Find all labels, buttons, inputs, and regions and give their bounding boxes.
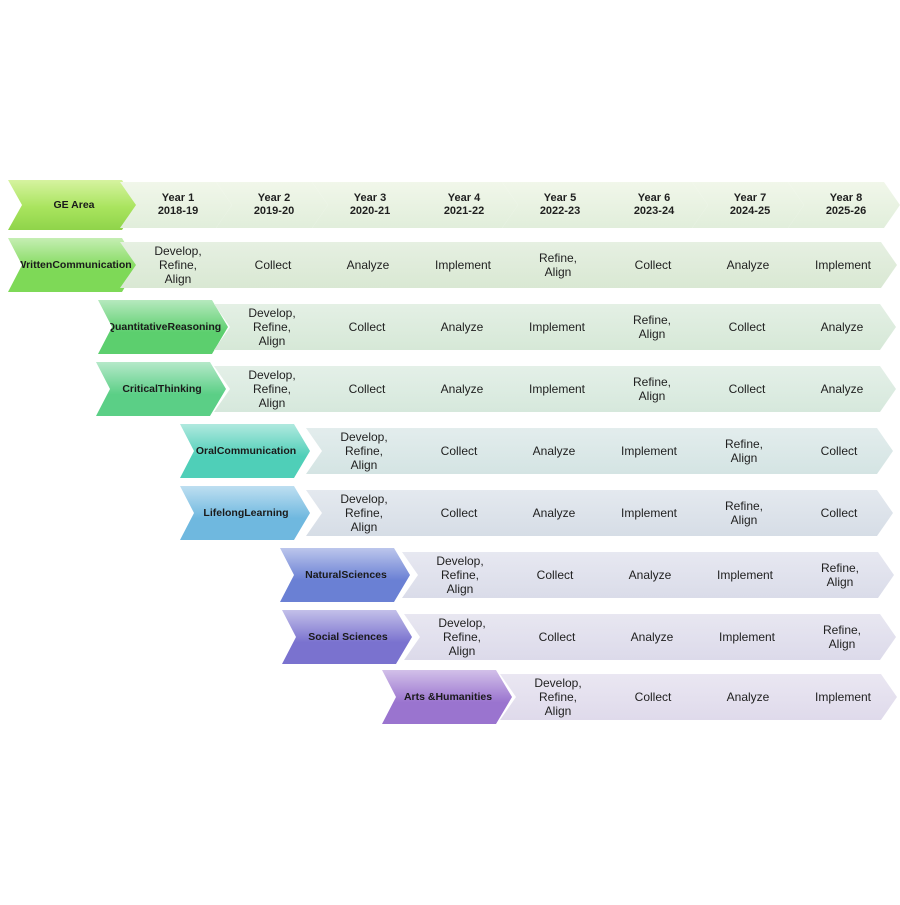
step-cell: Refine,Align: [594, 366, 706, 412]
step-cell: Analyze: [594, 614, 706, 660]
step-cell: Analyze: [310, 242, 422, 288]
step-cell: Analyze: [404, 304, 516, 350]
step-cell: Refine,Align: [686, 428, 798, 474]
step-cell: Develop,Refine,Align: [404, 614, 516, 660]
step-cell: Collect: [595, 242, 707, 288]
step-cell: Collect: [215, 242, 327, 288]
step-cell: Collect: [497, 552, 609, 598]
year-span: 2018-19: [157, 205, 199, 217]
step-cell: Analyze: [784, 366, 896, 412]
year-span: 2020-21: [349, 205, 391, 217]
step-cell: Implement: [405, 242, 517, 288]
year-span: 2022-23: [539, 205, 581, 217]
step-cell: Implement: [785, 674, 897, 720]
step-cell: Develop,Refine,Align: [214, 366, 326, 412]
area-label: Social Sciences: [282, 610, 412, 664]
year-span: 2021-22: [443, 205, 485, 217]
step-cell: Implement: [591, 490, 703, 536]
step-cell: Develop,Refine,Align: [402, 552, 514, 598]
step-cell: Collect: [689, 304, 801, 350]
year-label: Year 5: [543, 192, 577, 204]
year-span: 2025-26: [825, 205, 867, 217]
step-cell: Collect: [595, 674, 707, 720]
step-cell: Develop,Refine,Align: [306, 490, 418, 536]
step-cell: Collect: [689, 366, 801, 412]
step-cell: Develop,Refine,Align: [214, 304, 326, 350]
step-cell: Analyze: [404, 366, 516, 412]
step-cell: Refine,Align: [500, 242, 612, 288]
year-label: Year 7: [733, 192, 767, 204]
step-cell: Analyze: [784, 304, 896, 350]
step-cell: Collect: [499, 614, 611, 660]
step-cell: Develop,Refine,Align: [500, 674, 612, 720]
step-cell: Develop,Refine,Align: [120, 242, 232, 288]
step-cell: Refine,Align: [784, 614, 896, 660]
step-cell: Collect: [309, 304, 421, 350]
step-cell: Implement: [687, 552, 799, 598]
step-cell: Implement: [591, 428, 703, 474]
year-label: Year 4: [447, 192, 481, 204]
year-label: Year 6: [637, 192, 671, 204]
area-label: Arts &Humanities: [382, 670, 512, 724]
year-label: Year 2: [257, 192, 291, 204]
step-cell: Refine,Align: [782, 552, 894, 598]
step-cell: Collect: [401, 490, 513, 536]
step-cell: Analyze: [690, 242, 802, 288]
step-cell: Develop,Refine,Align: [306, 428, 418, 474]
step-cell: Analyze: [690, 674, 802, 720]
ge-area-header: GE Area: [8, 180, 138, 230]
step-cell: Implement: [499, 366, 611, 412]
step-cell: Analyze: [592, 552, 704, 598]
step-cell: Analyze: [496, 490, 608, 536]
step-cell: Implement: [785, 242, 897, 288]
year-label: Year 8: [829, 192, 863, 204]
year-span: 2024-25: [729, 205, 771, 217]
step-cell: Collect: [309, 366, 421, 412]
step-cell: Refine,Align: [594, 304, 706, 350]
year-label: Year 1: [161, 192, 195, 204]
step-cell: Collect: [781, 428, 893, 474]
year-span: 2019-20: [253, 205, 295, 217]
step-cell: Collect: [781, 490, 893, 536]
year-span: 2023-24: [633, 205, 675, 217]
step-cell: Refine,Align: [686, 490, 798, 536]
step-cell: Implement: [689, 614, 801, 660]
step-cell: Collect: [401, 428, 513, 474]
step-cell: Implement: [499, 304, 611, 350]
year-label: Year 3: [353, 192, 387, 204]
step-cell: Analyze: [496, 428, 608, 474]
